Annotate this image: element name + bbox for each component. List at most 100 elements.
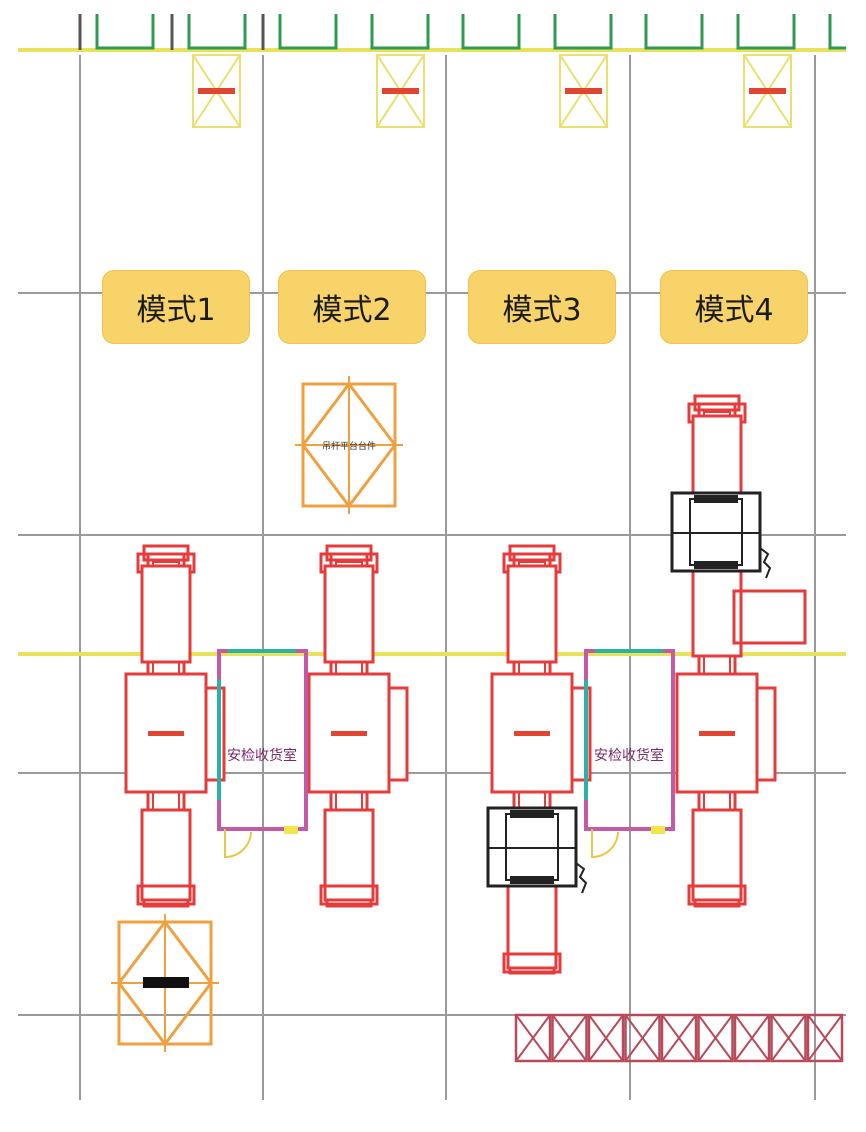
top-rail [18,14,846,128]
machine-unit [124,672,226,794]
station-bar [143,977,189,988]
crate-cross [624,1014,661,1062]
crate-cross [770,1014,807,1062]
door-box-frame [743,54,792,128]
crate-frame [770,1013,807,1063]
mode-4-label: 模式4 [694,293,774,328]
upper-body [323,564,375,664]
machine-upper [502,552,562,664]
fixtures: 吊杆平台台件 [111,376,403,1052]
forklift-fork [575,862,588,894]
crate-cross [734,1014,770,1062]
door-box-marker [382,88,419,94]
room-label: 安检收货室 [594,747,664,764]
unit-marker [148,731,184,736]
unit-marker [331,731,367,736]
machine-upper [319,552,379,664]
dock-bay [736,14,796,50]
upper-body [506,564,558,664]
dock-bay [644,14,704,50]
mode-1-label: 模式1 [136,293,216,328]
crate [660,1013,698,1063]
crate-frame [514,1013,552,1063]
crate [770,1013,807,1063]
inspection-room-2: 安检收货室 [584,649,675,859]
room-fixture [651,826,665,834]
unit-marker [514,731,550,736]
machine-unit [675,672,777,794]
dock-bay [278,14,338,50]
lower-cap [136,884,196,906]
dock-bay [370,14,430,50]
mode-3-button[interactable]: 模式3 [468,270,616,344]
dock-bay [187,14,247,50]
crate [806,1013,844,1063]
crate [624,1013,661,1063]
machine-unit [490,672,592,794]
room-fixture [284,826,298,834]
rooms: 安检收货室 安检收货室 [217,649,675,859]
forklift-wheel [510,810,554,818]
machine-upper [136,552,196,664]
unit-side [204,686,226,782]
door-box-frame [192,54,241,128]
mode-1-button[interactable]: 模式1 [102,270,250,344]
room-label: 安检收货室 [227,747,297,764]
dock-bay [828,14,846,50]
door-box-frame [376,54,425,128]
side-box [732,589,807,645]
crate-cross [661,1014,697,1062]
crate-cross [697,1014,734,1062]
vehicles [486,491,772,894]
crate-frame [624,1013,661,1063]
dock-bays [95,14,846,50]
dock-bay [95,14,155,50]
forklift-fork [759,547,772,579]
machine-lower [687,808,747,906]
mode-2-button[interactable]: 模式2 [278,270,426,344]
mode-4-button[interactable]: 模式4 [660,270,808,344]
machine-lower [136,808,196,906]
crate [551,1013,588,1063]
crate-frame [587,1013,625,1063]
crate [587,1013,625,1063]
unit-side [387,686,409,782]
crate-cross [807,1014,843,1062]
crate [514,1013,552,1063]
door-box-marker [198,88,235,94]
crate-frame [551,1013,588,1063]
crate [733,1013,771,1063]
unit-marker [699,731,735,736]
storage-station [111,914,219,1052]
door-box [559,54,608,128]
forklift-wheel [694,495,738,503]
crate-frame [806,1013,844,1063]
forklift-wheel [510,876,554,884]
forklift-wheel [694,561,738,569]
station-label: 吊杆平台台件 [322,440,376,452]
door-box-marker [749,88,786,94]
machines [124,394,777,975]
machine-lower [319,808,379,906]
door-box [376,54,425,128]
crate-cross [588,1014,624,1062]
crate-frame [697,1013,734,1063]
crate-frame [660,1013,698,1063]
lower-cap [319,884,379,906]
lower-cap [502,952,562,974]
mode-2-label: 模式2 [312,293,392,328]
inspection-room-1: 安检收货室 [217,649,308,859]
forklift [670,491,772,579]
door-boxes [192,54,792,128]
door-swing [224,829,252,859]
upper-body [140,564,192,664]
forklift [486,806,588,894]
door-box [192,54,241,128]
machine-unit [307,672,409,794]
door-box [743,54,792,128]
unit-side [755,686,777,782]
crate-row [514,1013,844,1063]
dock-bay [461,14,521,50]
